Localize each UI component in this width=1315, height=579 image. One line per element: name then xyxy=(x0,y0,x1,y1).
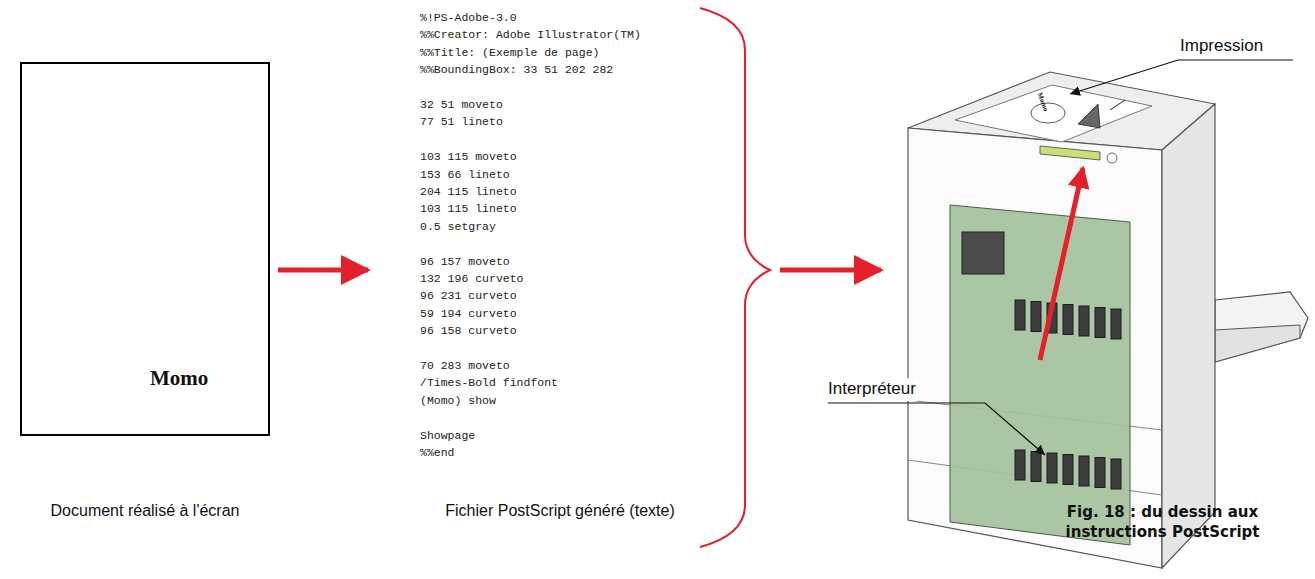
printer-unit: Momo xyxy=(885,30,1310,575)
code-line: 32 51 moveto xyxy=(420,96,772,113)
memory-chip xyxy=(1095,308,1105,338)
memory-chip xyxy=(1047,453,1057,483)
print-arrow xyxy=(1040,168,1083,360)
flow-arrow xyxy=(278,268,368,273)
leader-line xyxy=(828,403,1045,455)
code-line: 204 115 lineto xyxy=(420,183,772,200)
leader-line xyxy=(1070,60,1293,94)
memory-chip xyxy=(1111,459,1121,489)
code-line: 103 115 lineto xyxy=(420,200,772,217)
code-line: %%Title: (Exemple de page) xyxy=(420,44,772,61)
code-line: 96 231 curveto xyxy=(420,287,772,304)
memory-chip xyxy=(1015,450,1025,480)
code-line: (Momo) show xyxy=(420,392,772,409)
memory-chip xyxy=(1079,456,1089,486)
display-panel xyxy=(1040,146,1100,160)
code-line: /Times-Bold findfont xyxy=(420,374,772,391)
code-line: 59 194 curveto xyxy=(420,305,772,322)
code-line: 153 66 lineto xyxy=(420,166,772,183)
figure-caption: Fig. 18 : du dessin aux instructions Pos… xyxy=(1025,503,1300,542)
callout-label: Impression xyxy=(1180,35,1295,58)
code-line: Showpage xyxy=(420,427,772,444)
caption-label: Document réalisé à l'écran xyxy=(20,500,270,522)
memory-chip xyxy=(1015,300,1025,330)
code-line: 0.5 setgray xyxy=(420,218,772,235)
memory-chip xyxy=(1031,302,1041,332)
printer-side xyxy=(1162,104,1215,568)
flow-arrow xyxy=(780,268,881,273)
memory-chip xyxy=(1063,455,1073,485)
code-line: 70 283 moveto xyxy=(420,357,772,374)
code-line: 96 157 moveto xyxy=(420,253,772,270)
paper-tray-edge xyxy=(1215,325,1300,362)
code-line: %%end xyxy=(420,444,772,461)
caption-label: Fichier PostScript généré (texte) xyxy=(440,500,680,522)
curly-brace xyxy=(700,8,770,547)
printer-front xyxy=(908,128,1162,568)
code-line: 96 158 curveto xyxy=(420,322,772,339)
code-line: 77 51 lineto xyxy=(420,113,772,130)
memory-chip xyxy=(1031,452,1041,482)
processor-chip xyxy=(962,232,1004,274)
printer-drawing xyxy=(908,72,1308,568)
code-line: %!PS-Adobe-3.0 xyxy=(420,9,772,26)
code-line: 103 115 moveto xyxy=(420,148,772,165)
postscript-listing: %!PS-Adobe-3.0%%Creator: Adobe Illustrat… xyxy=(372,5,772,545)
memory-chip xyxy=(1111,309,1121,339)
circuit-board xyxy=(950,205,1130,545)
code-line: %%Creator: Adobe Illustrator(TM) xyxy=(420,26,772,43)
code-line: %%BoundingBox: 33 51 202 282 xyxy=(420,61,772,78)
callout-label: Interpréteur xyxy=(826,378,918,401)
memory-chip xyxy=(1079,306,1089,336)
paper-tray xyxy=(1215,292,1308,362)
memory-chip xyxy=(1095,458,1105,488)
page-text: Momo xyxy=(1036,91,1050,112)
memory-chips xyxy=(1015,300,1121,489)
printed-triangle xyxy=(1078,104,1100,128)
printed-dash xyxy=(1110,100,1125,110)
memory-chip xyxy=(1063,305,1073,335)
code-line: 132 196 curveto xyxy=(420,270,772,287)
panel-button xyxy=(1107,153,1117,163)
document-page: Momo xyxy=(20,62,270,436)
page-text: Momo xyxy=(150,366,208,391)
printed-sheet xyxy=(955,85,1152,142)
